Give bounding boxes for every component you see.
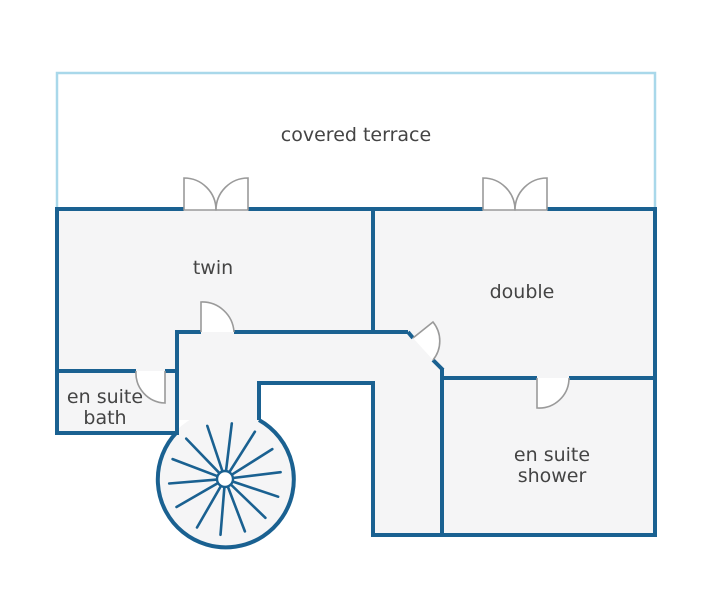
stair-tread — [184, 437, 221, 475]
walls — [55, 207, 657, 550]
double-label: double — [490, 281, 555, 303]
single-door-icon — [412, 320, 441, 361]
stair-tread — [195, 484, 223, 529]
shower-label-line2: shower — [518, 465, 587, 487]
stair-tread — [228, 430, 257, 474]
stair-tread — [206, 424, 224, 473]
shower-door — [536, 377, 570, 409]
stair-center-post — [215, 469, 235, 489]
stair-tread — [219, 485, 226, 537]
double-door-icon — [215, 177, 249, 211]
double-door — [412, 320, 441, 361]
twin-door — [200, 301, 235, 333]
bath-label-line2: bath — [83, 407, 126, 429]
single-door-icon — [200, 301, 235, 333]
double-door-icon — [482, 177, 516, 211]
terrace-label: covered terrace — [281, 124, 431, 146]
stair-tread — [167, 478, 219, 485]
stair-tread — [175, 481, 220, 509]
stair-tread — [226, 485, 247, 533]
terrace-door-twin — [183, 177, 249, 211]
double-door-icon — [183, 177, 217, 211]
hallway-floor — [177, 332, 442, 535]
bath-label-line1: en suite — [67, 386, 143, 408]
stair-tread — [230, 447, 274, 477]
twin-label: twin — [193, 257, 233, 279]
stair-tread — [231, 480, 280, 499]
single-door-icon — [135, 370, 166, 404]
double-door-icon — [514, 177, 548, 211]
single-door-icon — [536, 377, 570, 409]
covered-terrace-area — [55, 71, 657, 208]
stair-tread — [171, 457, 219, 478]
stair-tread — [231, 470, 282, 480]
shower-label-line1: en suite — [514, 444, 590, 466]
stair-tread — [224, 422, 234, 473]
stair-tread — [229, 483, 267, 520]
terrace-door-double — [482, 177, 548, 211]
spiral-staircase-icon — [167, 422, 282, 537]
bath-door — [135, 370, 166, 404]
